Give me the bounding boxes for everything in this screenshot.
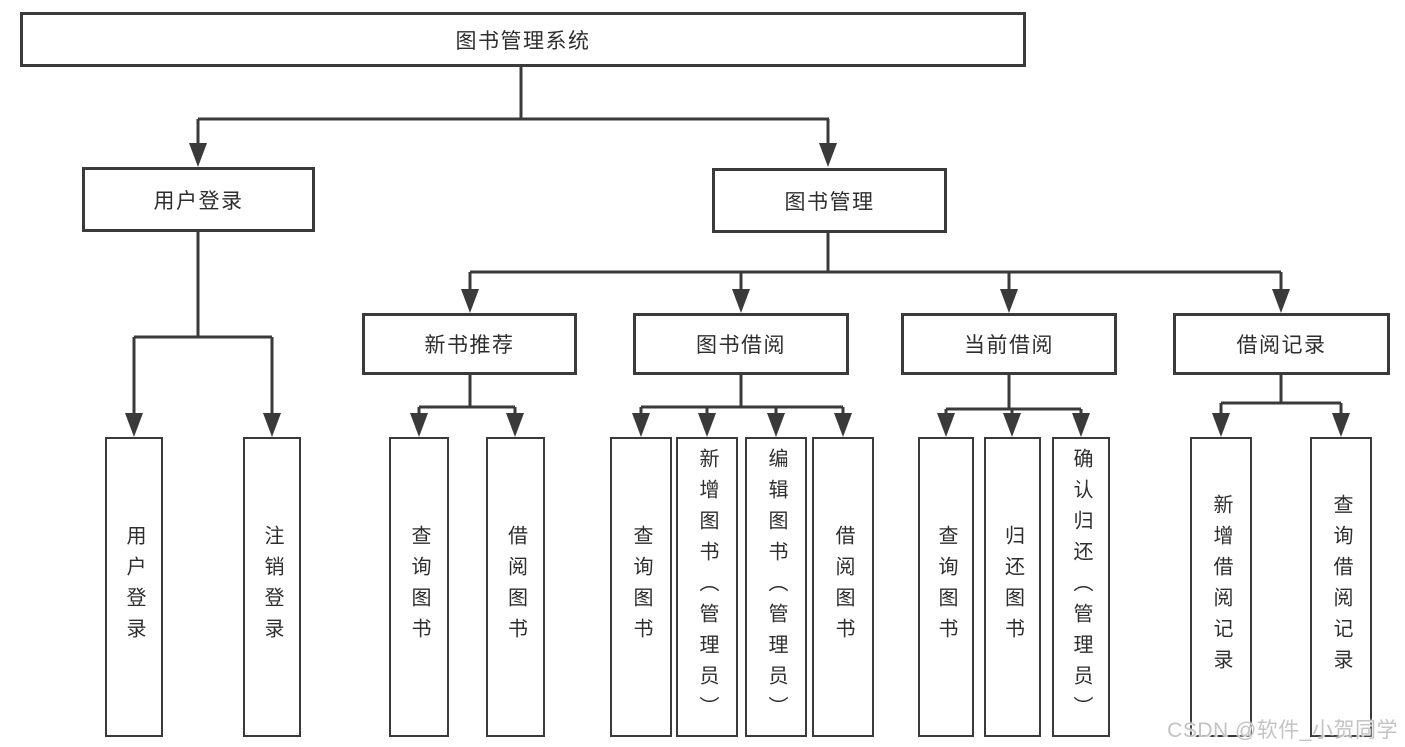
- node-user-login: 用户登录: [82, 167, 315, 232]
- leaf-add-borrow-record: 新增借阅记录: [1190, 437, 1252, 737]
- leaf-label: 新增图书（管理员）: [696, 447, 718, 727]
- leaf-borrow-books-recommend: 借阅图书: [486, 437, 545, 737]
- leaf-query-books-current: 查询图书: [918, 437, 974, 737]
- leaf-label: 借阅图书: [504, 525, 527, 649]
- node-current-borrow: 当前借阅: [901, 313, 1117, 375]
- leaf-label: 确认归还（管理员）: [1070, 447, 1092, 727]
- node-book-borrow: 图书借阅: [633, 313, 849, 375]
- leaf-label: 查询借阅记录: [1330, 494, 1352, 680]
- node-label: 图书管理系统: [455, 29, 591, 53]
- csdn-watermark: CSDN @软件_小贺同学: [1167, 719, 1398, 742]
- node-label: 新书推荐: [424, 334, 515, 357]
- leaf-label: 查询图书: [935, 525, 957, 649]
- leaf-borrow-books: 借阅图书: [812, 437, 874, 737]
- connector-book-mgmt-to-level3: [468, 233, 1283, 291]
- leaf-label: 用户登录: [123, 525, 145, 649]
- leaf-label: 新增借阅记录: [1210, 494, 1232, 680]
- leaf-label: 查询图书: [408, 525, 430, 649]
- leaf-user-login: 用户登录: [105, 437, 163, 737]
- node-label: 当前借阅: [964, 334, 1054, 357]
- connector-new-book-to-leaves: [417, 375, 517, 415]
- leaf-logout: 注销登录: [243, 437, 301, 737]
- connector-user-login-to-leaves: [132, 232, 274, 415]
- leaf-label: 查询图书: [630, 525, 652, 649]
- leaf-label: 归还图书: [1001, 525, 1024, 649]
- leaf-query-borrow-record: 查询借阅记录: [1310, 437, 1372, 737]
- node-label: 图书管理: [784, 190, 875, 214]
- connector-root-to-level2: [196, 67, 830, 146]
- leaf-confirm-return-admin: 确认归还（管理员）: [1052, 437, 1110, 737]
- node-label: 借阅记录: [1236, 334, 1327, 357]
- leaf-add-book-admin: 新增图书（管理员）: [676, 437, 738, 737]
- connector-borrow-records-to-leaves: [1219, 375, 1343, 415]
- leaf-label: 借阅图书: [832, 525, 854, 649]
- leaf-label: 编辑图书（管理员）: [765, 447, 787, 727]
- leaf-edit-book-admin: 编辑图书（管理员）: [745, 437, 807, 737]
- node-book-management: 图书管理: [712, 168, 947, 233]
- leaf-label: 注销登录: [261, 525, 283, 649]
- leaf-query-books-recommend: 查询图书: [389, 437, 449, 737]
- connector-current-borrow-to-leaves: [944, 375, 1083, 415]
- node-label: 图书借阅: [696, 334, 786, 357]
- node-borrow-records: 借阅记录: [1173, 313, 1390, 375]
- leaf-query-books-borrow: 查询图书: [610, 437, 672, 737]
- node-label: 用户登录: [153, 189, 244, 213]
- node-library-management-system: 图书管理系统: [20, 12, 1026, 67]
- node-new-book-recommend: 新书推荐: [362, 313, 577, 375]
- connector-book-borrow-to-leaves: [639, 375, 845, 415]
- leaf-return-book: 归还图书: [984, 437, 1041, 737]
